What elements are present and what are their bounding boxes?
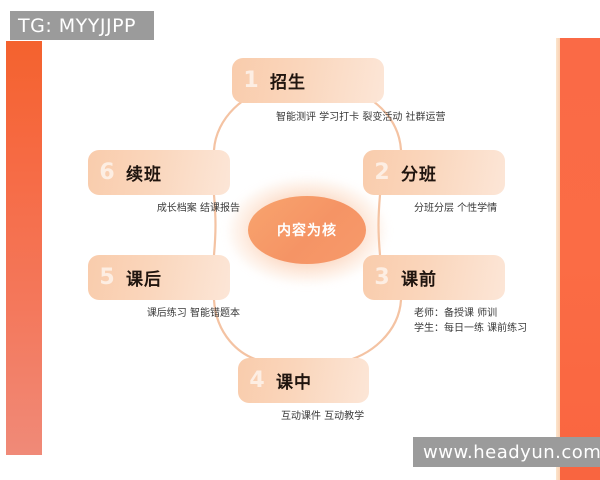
node-4-number: 4 — [249, 368, 265, 393]
node-5-title: 课后 — [126, 270, 162, 290]
node-3-subtitle: 老师：备授课 师训 学生：每日一练 课前练习 — [414, 306, 527, 336]
node-4-pill[interactable]: 4 课中 — [238, 358, 369, 403]
node-5-subtitle: 课后练习 智能错题本 — [19, 306, 240, 321]
node-3-title: 课前 — [401, 270, 437, 290]
node-3-subtitle-line-2: 学生：每日一练 课前练习 — [414, 323, 528, 334]
node-2-title: 分班 — [401, 165, 437, 185]
node-1-subtitle: 智能测评 学习打卡 裂变活动 社群运营 — [276, 110, 446, 125]
node-6-title: 续班 — [126, 165, 162, 185]
node-2-number: 2 — [374, 160, 390, 185]
node-2-subtitle-line-1: 分班分层 个性学情 — [414, 203, 498, 214]
node-1-number: 1 — [243, 68, 259, 93]
node-1-pill[interactable]: 1 招生 — [232, 58, 384, 103]
node-3-pill[interactable]: 3 课前 — [363, 255, 505, 300]
node-4-title: 课中 — [276, 373, 312, 393]
left-accent-bar — [6, 41, 42, 455]
node-6-number: 6 — [99, 160, 115, 185]
node-4-subtitle: 互动课件 互动教学 — [281, 409, 364, 424]
node-6-subtitle: 成长档案 结课报告 — [19, 201, 240, 216]
node-2-pill[interactable]: 2 分班 — [363, 150, 505, 195]
right-accent-bar-edge — [556, 38, 561, 480]
node-2-subtitle: 分班分层 个性学情 — [414, 201, 497, 216]
core-ellipse: 内容为核 — [248, 196, 366, 264]
node-4-subtitle-line-1: 互动课件 互动教学 — [281, 411, 365, 422]
node-3-number: 3 — [374, 265, 390, 290]
node-6-pill[interactable]: 6 续班 — [88, 150, 230, 195]
node-1-title: 招生 — [270, 73, 306, 93]
node-5-number: 5 — [99, 265, 115, 290]
node-6-subtitle-line-1: 成长档案 结课报告 — [156, 203, 240, 214]
node-5-pill[interactable]: 5 课后 — [88, 255, 230, 300]
watermark-bottom: www.headyun.com — [413, 437, 600, 467]
node-1-subtitle-line-1: 智能测评 学习打卡 裂变活动 社群运营 — [276, 112, 446, 123]
node-5-subtitle-line-1: 课后练习 智能错题本 — [146, 308, 240, 319]
node-3-subtitle-line-1: 老师：备授课 师训 — [414, 308, 498, 319]
watermark-top: TG: MYYJJPP — [10, 11, 154, 40]
core-label: 内容为核 — [277, 223, 337, 239]
right-accent-bar — [560, 38, 600, 480]
